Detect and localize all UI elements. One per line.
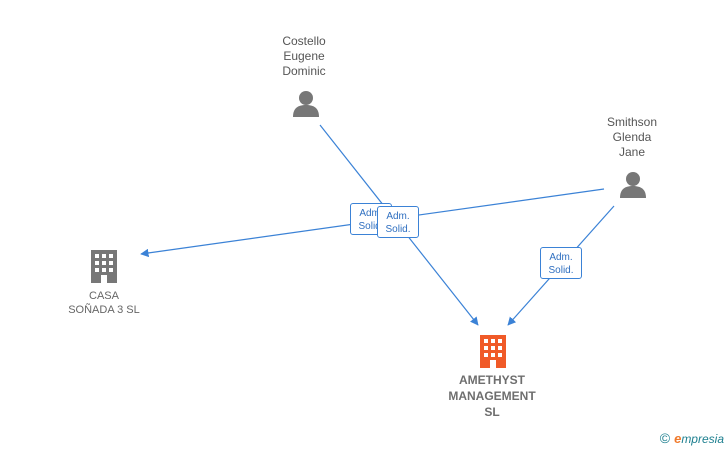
relation-badge: Adm. Solid. bbox=[377, 206, 419, 238]
person-name-costello[interactable]: Costello Eugene Dominic bbox=[282, 34, 326, 78]
person-name-smithson[interactable]: Smithson Glenda Jane bbox=[606, 115, 658, 159]
person-icon[interactable] bbox=[293, 91, 319, 117]
building-icon[interactable] bbox=[480, 335, 506, 368]
company-name-casa[interactable]: CASA SOÑADA 3 SL bbox=[68, 290, 140, 316]
building-icon[interactable] bbox=[91, 250, 117, 283]
company-name-amethyst[interactable]: AMETHYST MANAGEMENT SL bbox=[448, 373, 536, 419]
brand-logo[interactable]: © empresia bbox=[660, 430, 724, 446]
person-icon[interactable] bbox=[620, 172, 646, 198]
empresia-logo: empresia bbox=[674, 430, 724, 446]
copyright-symbol: © bbox=[659, 430, 671, 446]
relation-badge: Adm. Solid. bbox=[540, 247, 582, 279]
